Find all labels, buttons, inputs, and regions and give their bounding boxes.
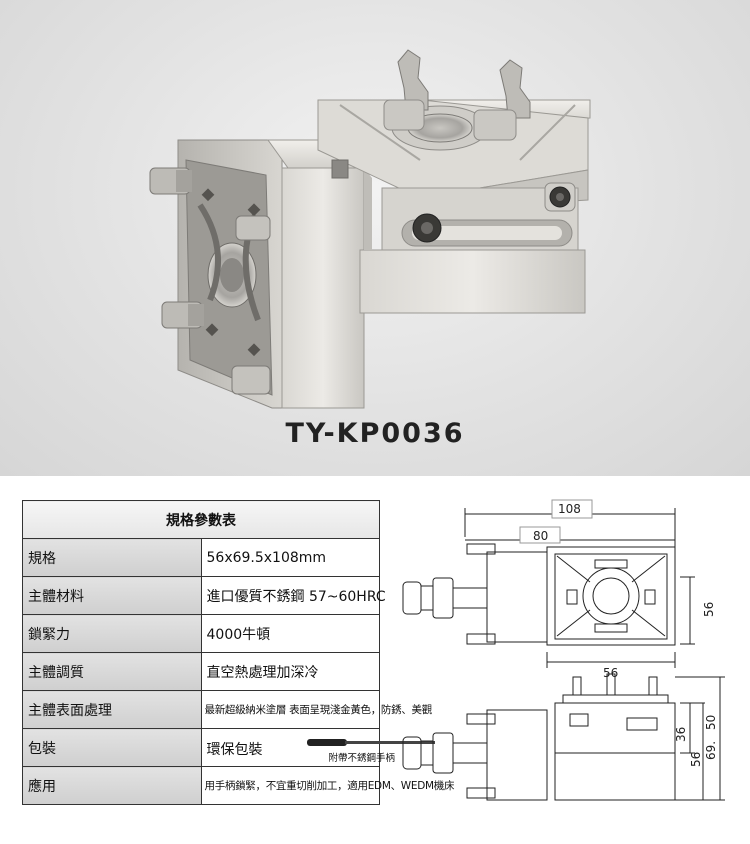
dim-label: 80 xyxy=(533,529,548,543)
product-photo xyxy=(149,49,591,409)
spec-value: 環保包裝 xyxy=(206,742,263,758)
wrench-handle-icon xyxy=(306,739,435,746)
dim-label: 56 xyxy=(603,666,618,680)
spec-value: 進口優質不銹鋼 57~60HRC xyxy=(200,576,386,615)
table-title: 規格參數表 xyxy=(22,500,380,539)
spec-value: 直空熱處理加深冷 xyxy=(200,652,380,691)
technical-drawing: 108 80 56 56 36 56 69. 50 xyxy=(402,499,725,801)
screw-icon xyxy=(412,213,442,243)
hex-bolt-icon xyxy=(161,301,204,329)
clamp-jaw-icon xyxy=(383,49,429,131)
dim-label: 108 xyxy=(558,502,581,516)
spec-label: 包裝 xyxy=(22,728,202,767)
spec-value: 4000牛頓 xyxy=(200,614,380,653)
table-row: 包裝 環保包裝 附帶不銹鋼手柄 xyxy=(22,728,435,767)
spec-value: 用手柄鎖緊，不宜重切削加工，適用EDM、WEDM機床 xyxy=(200,766,454,805)
spec-label: 鎖緊力 xyxy=(22,614,202,653)
table-row: 主體調質 直空熱處理加深冷 xyxy=(22,652,380,691)
dim-label: 69. xyxy=(704,741,718,760)
spec-label: 主體材料 xyxy=(22,576,202,615)
screw-icon xyxy=(544,182,576,212)
dim-label: 56 xyxy=(702,602,716,617)
spec-label: 規格 xyxy=(22,538,202,577)
table-header-row: 規格參數表 xyxy=(22,500,380,539)
spec-value: 最新超級納米塗層 表面呈現淺金黃色，防銹、美觀 xyxy=(200,690,432,729)
clamp-jaw-icon xyxy=(473,59,531,141)
dim-label: 56 xyxy=(689,752,703,767)
spec-table: 規格參數表 規格 56x69.5x108mm 主體材料 進口優質不銹鋼 57~6… xyxy=(22,500,454,805)
dim-label: 36 xyxy=(674,727,688,742)
hex-bolt-icon xyxy=(149,167,192,195)
spec-label: 應用 xyxy=(22,766,202,805)
spec-label: 主體調質 xyxy=(22,652,202,691)
hex-bolt-icon xyxy=(235,215,271,241)
table-row: 主體表面處理 最新超級納米塗層 表面呈現淺金黃色，防銹、美觀 xyxy=(22,690,432,729)
spec-label: 主體表面處理 xyxy=(22,690,202,729)
table-row: 規格 56x69.5x108mm xyxy=(22,538,380,577)
model-title: TY-KP0036 xyxy=(285,418,465,449)
hex-bolt-icon xyxy=(231,365,271,395)
table-row: 應用 用手柄鎖緊，不宜重切削加工，適用EDM、WEDM機床 xyxy=(22,766,454,805)
product-photo-section: TY-KP0036 xyxy=(0,0,750,476)
wrench-caption: 附帶不銹鋼手柄 xyxy=(328,753,396,764)
table-row: 鎖緊力 4000牛頓 xyxy=(22,614,380,653)
table-row: 主體材料 進口優質不銹鋼 57~60HRC xyxy=(22,576,386,615)
spec-value-packaging: 環保包裝 附帶不銹鋼手柄 xyxy=(200,728,435,767)
dim-label: 50 xyxy=(704,715,718,730)
spec-value: 56x69.5x108mm xyxy=(200,538,380,577)
